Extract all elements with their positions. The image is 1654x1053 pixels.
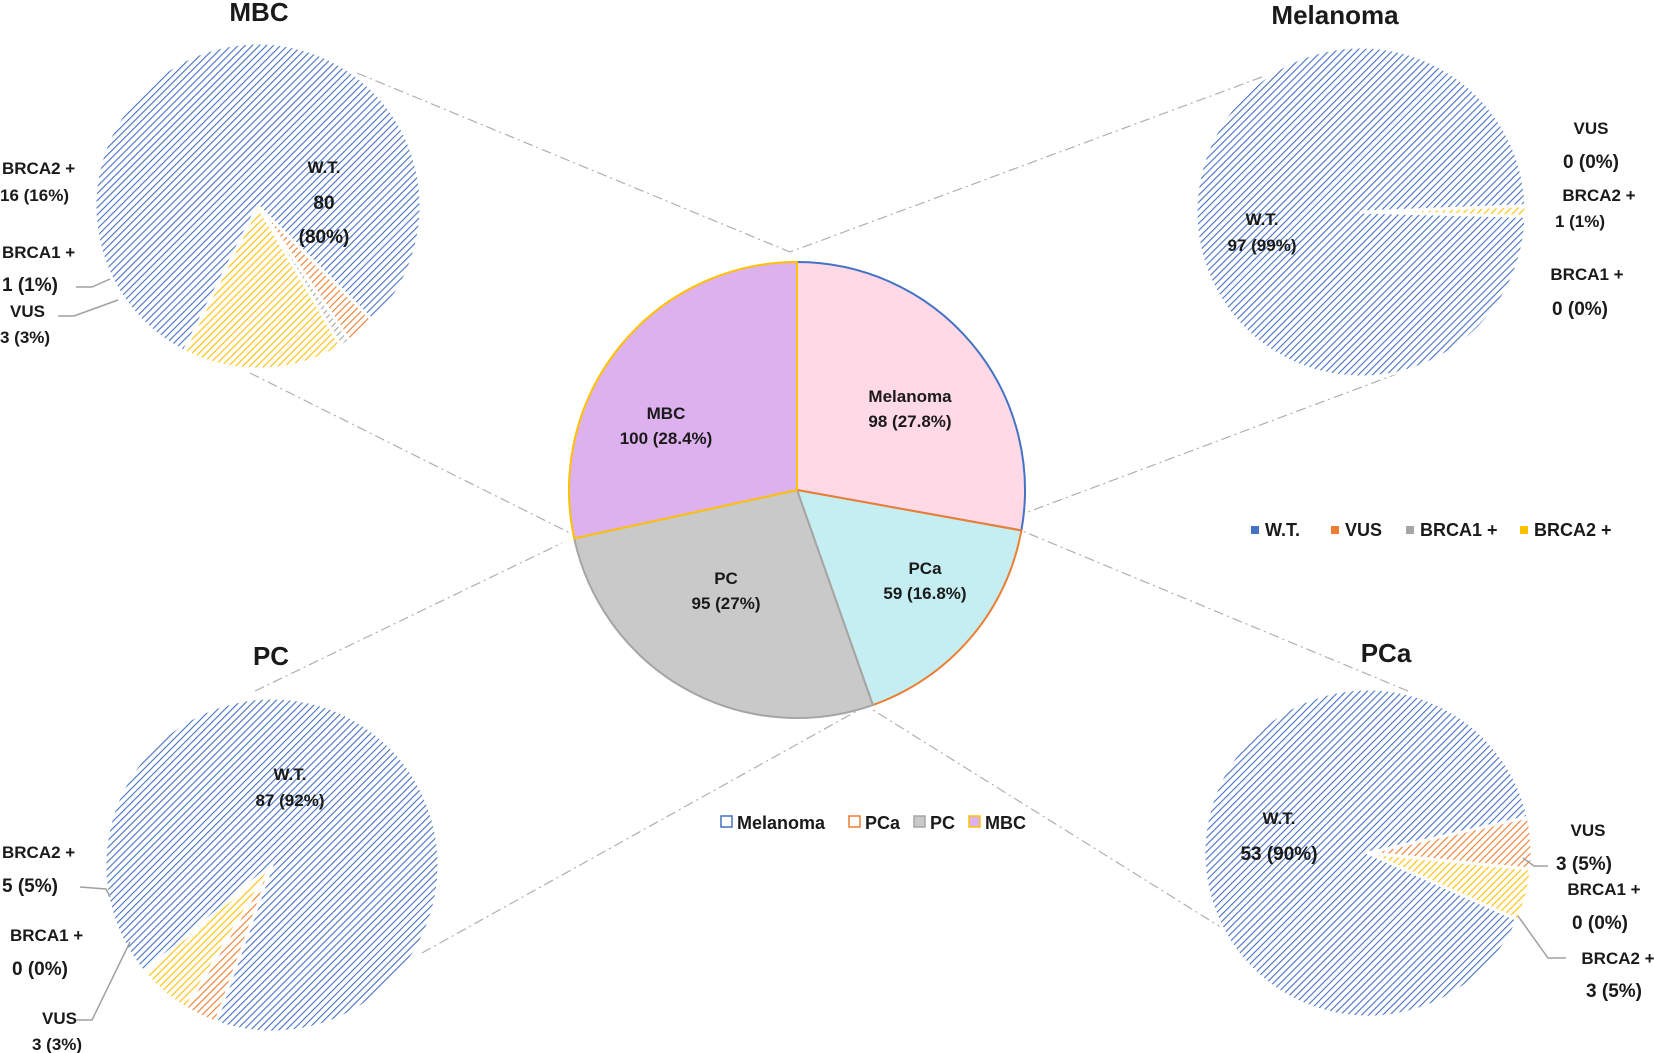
- pc-slice-w-t: [103, 696, 441, 1034]
- mbc-label-brca1-value: 1 (1%): [2, 275, 58, 296]
- cancer-legend: Melanoma PCa PC MBC: [720, 813, 1026, 833]
- pc-label-vus-value: 3 (3%): [32, 1035, 82, 1053]
- central-label-melanoma-name: Melanoma: [868, 387, 952, 406]
- legend-swatch-wt: [1251, 526, 1259, 534]
- legend-label-vus: VUS: [1345, 520, 1382, 540]
- mbc-slice-w-t: [93, 41, 423, 353]
- legend-label-pc: PC: [930, 813, 955, 833]
- pc-pie-title: PC: [253, 641, 289, 671]
- mbc-pie-title: MBC: [229, 0, 288, 27]
- central-slice-pc: [573, 489, 874, 719]
- mbc-label-wt-count: 80: [313, 193, 334, 214]
- melanoma-label-vus-value: 0 (0%): [1563, 152, 1619, 173]
- legend-label-melanoma: Melanoma: [737, 813, 826, 833]
- pc-leader-vus: [76, 941, 131, 1021]
- mbc-leader-brca1: [76, 278, 111, 288]
- melanoma-label-wt-value: 97 (99%): [1228, 236, 1297, 255]
- central-slice-melanoma: [796, 261, 1026, 532]
- legend-label-wt: W.T.: [1265, 520, 1300, 540]
- central-label-melanoma-value: 98 (27.8%): [868, 412, 951, 431]
- central-slice-pca: [796, 489, 1023, 707]
- melanoma-label-wt-name: W.T.: [1245, 210, 1278, 229]
- central-slice-mbc: [568, 261, 798, 540]
- central-pie-chart: Melanoma 98 (27.8%) PCa 59 (16.8%) PC 95…: [568, 261, 1026, 719]
- pc-label-brca1-value: 0 (0%): [12, 959, 68, 980]
- pca-label-wt-name: W.T.: [1262, 809, 1295, 828]
- pc-label-brca2-value: 5 (5%): [2, 876, 58, 897]
- pc-pie-chart: PC W.T. 87 (92%) BRCA2 + 5 (5%) BRCA1 + …: [2, 641, 441, 1053]
- pca-label-brca1-name: BRCA1 +: [1567, 880, 1640, 899]
- central-label-pca-value: 59 (16.8%): [883, 584, 966, 603]
- melanoma-label-vus-name: VUS: [1574, 119, 1609, 138]
- legend-label-mbc: MBC: [985, 813, 1026, 833]
- pc-label-brca1-name: BRCA1 +: [10, 926, 83, 945]
- pca-label-brca2-value: 3 (5%): [1586, 981, 1642, 1002]
- mbc-slice-brca2: [182, 204, 343, 371]
- melanoma-pie-chart: Melanoma W.T. 97 (99%) VUS 0 (0%) BRCA2 …: [1194, 0, 1636, 379]
- mbc-label-vus-value: 3 (3%): [0, 328, 50, 347]
- mutation-legend: W.T. VUS BRCA1 + BRCA2 +: [1251, 520, 1612, 540]
- pc-slice-brca2: [142, 863, 274, 1010]
- mbc-leader-vus: [58, 299, 119, 317]
- central-label-mbc-value: 100 (28.4%): [620, 429, 713, 448]
- mbc-pie-chart: MBC W.T. 80 (80%) BRCA2 + 16 (16%) BRCA1…: [0, 0, 423, 371]
- central-label-pca-name: PCa: [908, 559, 942, 578]
- pc-leader-brca2: [79, 886, 111, 898]
- pca-leader-brca2: [1517, 915, 1566, 959]
- mbc-label-vus-name: VUS: [10, 302, 45, 321]
- pca-label-vus-value: 3 (5%): [1556, 854, 1612, 875]
- legend-swatch-brca2: [1520, 526, 1528, 534]
- pc-label-wt-value: 87 (92%): [256, 791, 325, 810]
- pc-label-wt-name: W.T.: [273, 765, 306, 784]
- pca-leader-vus: [1522, 857, 1548, 867]
- legend-swatch-vus: [1331, 526, 1339, 534]
- pca-pie-title: PCa: [1361, 638, 1412, 668]
- melanoma-label-brca2-value: 1 (1%): [1555, 212, 1605, 231]
- central-label-pc-name: PC: [714, 569, 738, 588]
- pca-label-brca2-name: BRCA2 +: [1581, 949, 1654, 968]
- pca-pie-chart: PCa W.T. 53 (90%) VUS 3 (5%) BRCA1 + 0 (…: [1202, 638, 1654, 1019]
- mbc-label-wt-percent: (80%): [299, 227, 350, 248]
- legend-label-pca: PCa: [865, 813, 901, 833]
- legend-swatch-pca: [848, 815, 861, 828]
- pca-label-brca1-value: 0 (0%): [1572, 913, 1628, 934]
- pca-slice-w-t: [1202, 687, 1530, 1019]
- mbc-label-brca2-value: 16 (16%): [0, 186, 69, 205]
- legend-swatch-pc: [913, 815, 926, 828]
- legend-swatch-mbc: [968, 815, 981, 828]
- legend-swatch-melanoma: [720, 815, 733, 828]
- central-label-mbc-name: MBC: [647, 404, 686, 423]
- pc-label-vus-name: VUS: [42, 1009, 77, 1028]
- mbc-label-wt-name: W.T.: [307, 158, 340, 177]
- central-label-pc-value: 95 (27%): [692, 594, 761, 613]
- melanoma-label-brca1-name: BRCA1 +: [1550, 265, 1623, 284]
- pc-label-brca2-name: BRCA2 +: [2, 843, 75, 862]
- melanoma-slice-brca2: [1359, 204, 1528, 218]
- pca-label-vus-name: VUS: [1571, 821, 1606, 840]
- melanoma-pie-title: Melanoma: [1271, 0, 1399, 30]
- mbc-label-brca1-name: BRCA1 +: [2, 243, 75, 262]
- legend-label-brca1: BRCA1 +: [1420, 520, 1498, 540]
- melanoma-label-brca1-value: 0 (0%): [1552, 299, 1608, 320]
- pca-label-wt-value: 53 (90%): [1240, 844, 1317, 865]
- connector-lines: [249, 72, 1419, 954]
- mbc-label-brca2-name: BRCA2 +: [2, 159, 75, 178]
- pca-slice-brca2: [1366, 851, 1533, 922]
- melanoma-label-brca2-name: BRCA2 +: [1562, 186, 1635, 205]
- legend-label-brca2: BRCA2 +: [1534, 520, 1612, 540]
- legend-swatch-brca1: [1406, 526, 1414, 534]
